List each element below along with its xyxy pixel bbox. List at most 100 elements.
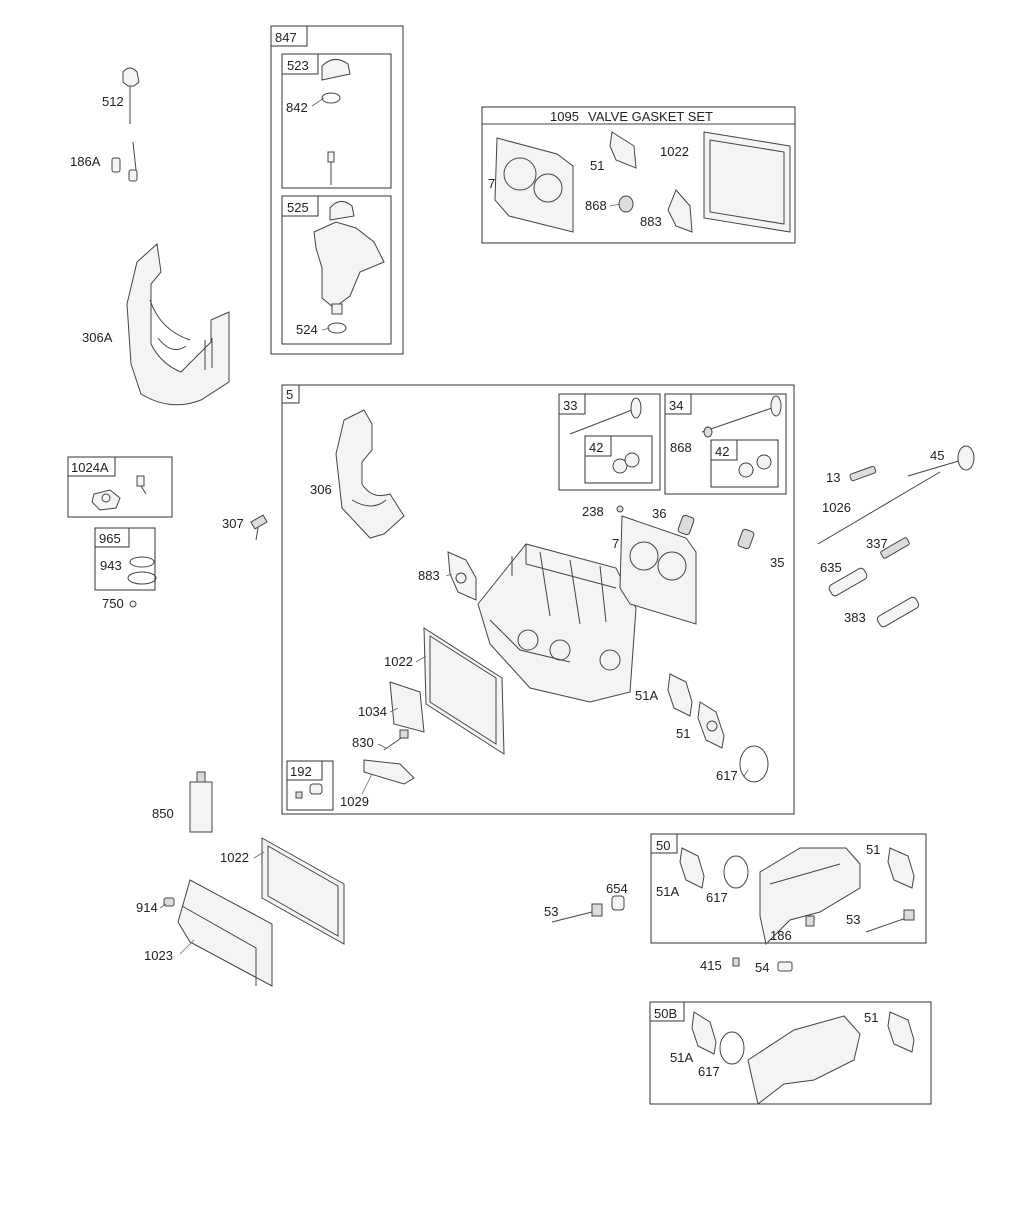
label-51A-50B: 51A: [670, 1050, 693, 1065]
screw-914-icon: [163, 897, 175, 907]
label-51A-mid: 51A: [635, 688, 658, 703]
box-labels: 847 523 525 1095 VALVE GASKET SET 5 33 4…: [71, 30, 729, 1021]
label-617-50: 617: [706, 890, 728, 905]
label-525: 525: [287, 200, 309, 215]
label-1026: 1026: [822, 500, 851, 515]
box-523: [281, 53, 392, 189]
label-186A: 186A: [70, 154, 101, 169]
intake-manifold-50-icon: [759, 847, 861, 946]
breather-1024A-icon: [91, 475, 147, 511]
label-238: 238: [582, 504, 604, 519]
sealant-tube-850-icon: [189, 771, 213, 833]
box-34: [664, 393, 787, 495]
screw-415-icon: [732, 957, 740, 967]
part-drawings: [91, 59, 975, 1105]
cover-gasket-1022b-icon: [261, 837, 345, 945]
nut-654-icon: [611, 895, 625, 911]
shroud-306-icon: [335, 409, 405, 539]
label-750: 750: [102, 596, 124, 611]
label-914: 914: [136, 900, 158, 915]
label-306A: 306A: [82, 330, 113, 345]
label-965: 965: [99, 531, 121, 546]
part-labels: 512 186A 306A 842 524 7 51 1022 868 883 …: [70, 94, 944, 1079]
box-847: [270, 25, 404, 355]
label-1034: 1034: [358, 704, 387, 719]
cover-gasket-1022-icon: [423, 627, 505, 755]
label-42a: 42: [589, 440, 603, 455]
label-1095-title: VALVE GASKET SET: [588, 109, 713, 124]
label-654: 654: [606, 881, 628, 896]
part-383-icon: [876, 596, 920, 628]
retainer-42b-icon: [738, 454, 772, 478]
label-54: 54: [755, 960, 769, 975]
box-33: [558, 393, 661, 491]
label-192: 192: [290, 764, 312, 779]
valve-33-icon: [569, 397, 642, 435]
box-1095: [481, 106, 796, 244]
shroud-306A-icon: [126, 243, 230, 406]
label-635: 635: [820, 560, 842, 575]
gasket-51A-50B-icon: [691, 1011, 717, 1055]
label-7a: 7: [488, 176, 495, 191]
oring-617-50B-icon: [719, 1031, 745, 1065]
label-1095: 1095: [550, 109, 579, 124]
gasket-51-icon: [697, 701, 725, 749]
guide-635-icon: [828, 567, 868, 597]
gasket-51A-50-icon: [679, 847, 705, 889]
spring-36-icon: [677, 514, 695, 536]
cylinder-head-icon: [477, 543, 637, 703]
label-524: 524: [296, 322, 318, 337]
seal-943-icon: [127, 556, 157, 585]
bracket-1029-icon: [363, 759, 415, 785]
intake-manifold-50B-icon: [747, 1015, 861, 1105]
oil-cap-523-icon: [321, 59, 351, 185]
label-868a: 868: [585, 198, 607, 213]
label-847: 847: [275, 30, 297, 45]
assembly-frames: [67, 25, 932, 1105]
valve-gasket-set-icon: [494, 131, 791, 233]
box-5: [281, 384, 795, 815]
label-850: 850: [152, 806, 174, 821]
box-42b: [710, 439, 779, 488]
label-943: 943: [100, 558, 122, 573]
valve-34-icon: [701, 395, 782, 438]
label-186: 186: [770, 928, 792, 943]
label-13: 13: [826, 470, 840, 485]
label-1022c: 1022: [220, 850, 249, 865]
screw-830-icon: [383, 729, 409, 751]
label-36: 36: [652, 506, 666, 521]
label-842: 842: [286, 100, 308, 115]
label-51A-50: 51A: [656, 884, 679, 899]
oil-fill-tube-525-icon: [313, 201, 385, 334]
label-1022a: 1022: [660, 144, 689, 159]
head-gasket-7-icon: [619, 515, 697, 625]
label-53a: 53: [544, 904, 558, 919]
label-868b: 868: [670, 440, 692, 455]
label-1024A: 1024A: [71, 460, 109, 475]
bolt-307-icon: [250, 514, 268, 541]
label-1023: 1023: [144, 948, 173, 963]
label-50B: 50B: [654, 1006, 677, 1021]
label-53b: 53: [846, 912, 860, 927]
part-192-icon: [295, 783, 323, 799]
label-51-50B: 51: [864, 1010, 878, 1025]
screw-13-icon: [849, 465, 877, 482]
tube-fitting-icon: [111, 141, 138, 182]
label-33: 33: [563, 398, 577, 413]
label-1022b: 1022: [384, 654, 413, 669]
box-525: [281, 195, 392, 345]
stud-53b-icon: [865, 909, 915, 933]
screw-54-icon: [777, 961, 793, 972]
label-617-mid: 617: [716, 768, 738, 783]
label-42b: 42: [715, 444, 729, 459]
gasket-51A-icon: [667, 673, 693, 717]
label-307: 307: [222, 516, 244, 531]
label-51-mid: 51: [676, 726, 690, 741]
nut-750-icon: [129, 600, 137, 608]
oring-617-50-icon: [723, 855, 749, 889]
label-883a: 883: [640, 214, 662, 229]
label-35: 35: [770, 555, 784, 570]
leader-lines: [159, 97, 749, 955]
label-7b: 7: [612, 536, 619, 551]
